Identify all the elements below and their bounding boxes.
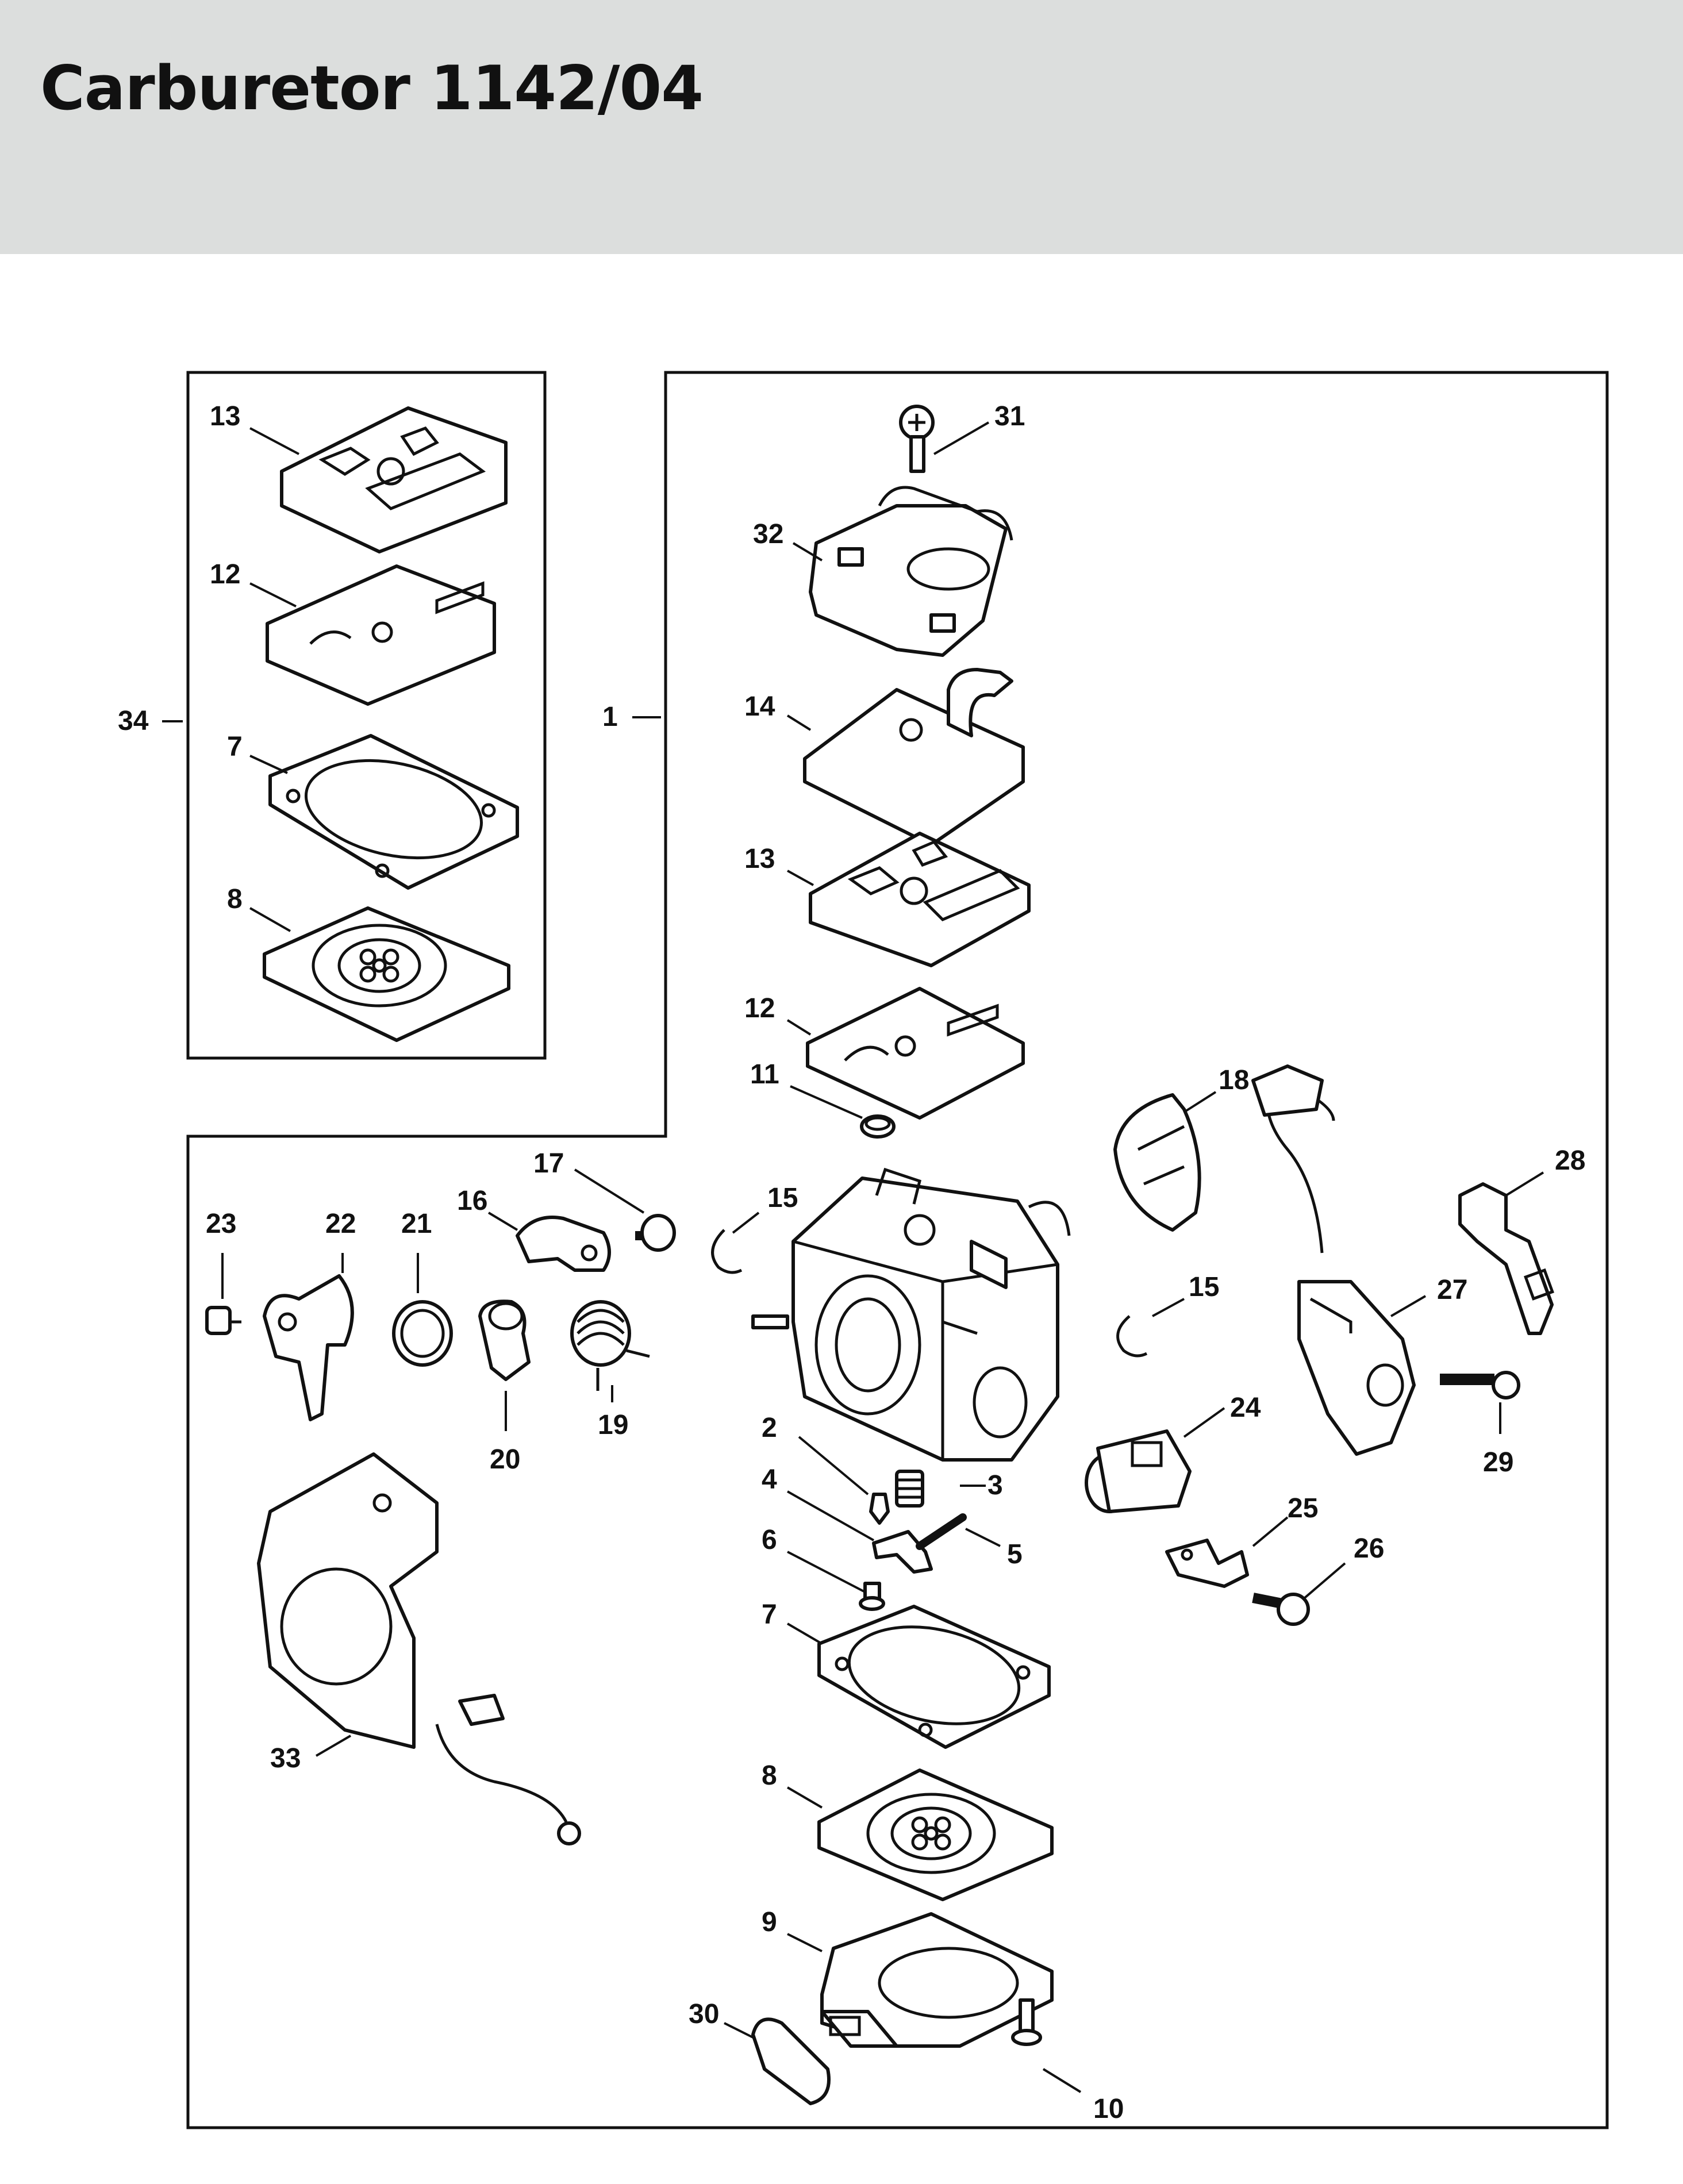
filter-screen-11 <box>860 1114 896 1139</box>
gasket-12-main <box>806 987 1025 1120</box>
callout-19: 19 <box>598 1410 628 1440</box>
needle-2 <box>869 1493 890 1525</box>
callout-28: 28 <box>1555 1145 1585 1176</box>
carburetor-body-1 <box>751 1167 1071 1462</box>
gasket-7-main <box>817 1605 1051 1749</box>
lever-16 <box>516 1216 611 1272</box>
callout-15b: 15 <box>1189 1272 1219 1302</box>
lever-18 <box>1113 1093 1201 1232</box>
pin-5 <box>916 1513 967 1550</box>
screw-26 <box>1252 1593 1310 1626</box>
callout-23: 23 <box>206 1209 236 1239</box>
callout-22: 22 <box>325 1209 356 1239</box>
callout-15a: 15 <box>767 1183 798 1213</box>
callout-34: 34 <box>118 706 149 736</box>
callout-12-kit: 12 <box>210 559 240 590</box>
callout-27: 27 <box>1437 1275 1467 1305</box>
screw-6 <box>859 1582 885 1611</box>
callout-labels: 34 1 13 12 7 8 31 32 14 13 12 11 18 28 1… <box>118 401 1585 2124</box>
callout-11: 11 <box>750 1059 779 1090</box>
wiring-harness-27 <box>1251 1064 1416 1456</box>
callout-1: 1 <box>602 702 618 732</box>
callout-33: 33 <box>270 1743 301 1774</box>
leader-lines <box>162 421 1544 2093</box>
diaphragm-8-kit <box>263 906 510 1042</box>
callout-26: 26 <box>1354 1533 1384 1564</box>
callout-31: 31 <box>994 401 1025 432</box>
callout-18: 18 <box>1219 1065 1249 1095</box>
callout-8-kit: 8 <box>227 884 243 914</box>
callout-4: 4 <box>762 1464 777 1495</box>
callout-14: 14 <box>744 691 775 722</box>
callout-25: 25 <box>1288 1493 1318 1524</box>
callout-29: 29 <box>1483 1447 1513 1478</box>
callout-32: 32 <box>753 519 783 549</box>
contact-28 <box>1458 1182 1554 1335</box>
callout-3: 3 <box>987 1470 1003 1501</box>
spring-19 <box>570 1300 650 1391</box>
callout-12-main: 12 <box>744 993 775 1024</box>
diaphragm-8-main <box>817 1768 1054 1901</box>
heat-shield-33 <box>257 1452 581 1845</box>
shaft-20 <box>478 1299 531 1381</box>
screw-31 <box>899 405 935 473</box>
gasket-7-kit <box>268 734 519 890</box>
callout-7-kit: 7 <box>227 732 243 762</box>
callout-9: 9 <box>762 1907 777 1937</box>
lever-22 <box>263 1274 354 1421</box>
cover-9 <box>820 1912 1054 2048</box>
lever-4 <box>872 1530 933 1574</box>
callout-16: 16 <box>457 1186 487 1216</box>
screw-29 <box>1440 1371 1520 1399</box>
callout-10: 10 <box>1093 2094 1124 2124</box>
gasket-kit-frame <box>186 371 547 1060</box>
plug-23 <box>205 1306 241 1335</box>
page-title: Carburetor 1142/04 <box>40 53 704 124</box>
callout-21: 21 <box>401 1209 432 1239</box>
connector-24 <box>1085 1429 1192 1513</box>
callout-13-main: 13 <box>744 844 775 874</box>
callout-24: 24 <box>1230 1393 1261 1423</box>
cover-32 <box>809 486 1013 657</box>
callout-6: 6 <box>762 1525 777 1555</box>
callout-30: 30 <box>689 1999 719 2029</box>
callout-5: 5 <box>1007 1539 1023 1570</box>
spring-clip-15a <box>711 1229 743 1274</box>
callout-17: 17 <box>533 1148 564 1179</box>
spring-21 <box>392 1300 453 1367</box>
gasket-13-kit <box>280 406 508 553</box>
bracket-25 <box>1165 1539 1249 1588</box>
screw-17 <box>635 1214 676 1252</box>
spring-3 <box>895 1470 924 1508</box>
header-band <box>0 0 1683 254</box>
callout-20: 20 <box>490 1444 520 1475</box>
spring-clip-15b <box>1116 1315 1148 1358</box>
gasket-13-main <box>809 832 1031 967</box>
callout-13-kit: 13 <box>210 401 240 432</box>
pump-cover-14 <box>803 668 1025 847</box>
gasket-30 <box>751 2017 831 2105</box>
callout-8-main: 8 <box>762 1760 777 1791</box>
callout-7-main: 7 <box>762 1599 777 1630</box>
carburetor-assembly-frame <box>186 371 1609 2129</box>
screw-10 <box>1011 1998 1042 2046</box>
callout-2: 2 <box>762 1413 777 1443</box>
gasket-12-kit <box>266 564 496 706</box>
